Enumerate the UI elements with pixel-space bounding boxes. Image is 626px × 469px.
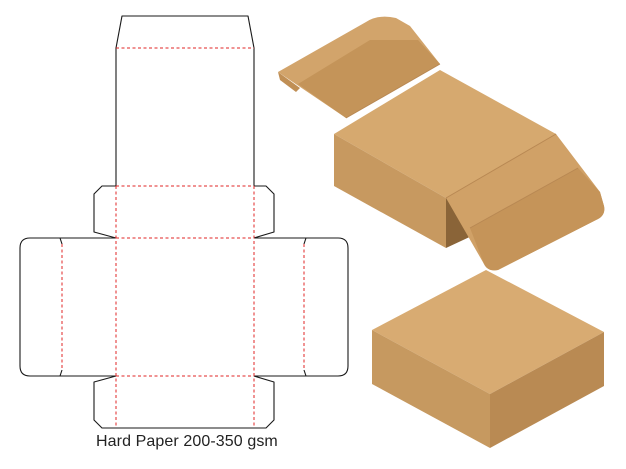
dieline-top-tuck-flap [115, 15, 255, 186]
dieline-right-side-panel [254, 237, 349, 377]
dieline-cut-lines [19, 15, 349, 429]
open-box-front-flap-fold [470, 168, 605, 271]
dieline-lower-left-dust-flap [93, 375, 117, 429]
dieline-upper-left-dust-flap [93, 185, 117, 239]
closed-box-top [372, 270, 604, 394]
open-box-illustration [278, 16, 605, 271]
dieline-side-notches [59, 237, 307, 377]
closed-box-illustration [372, 270, 604, 448]
dieline-fold-lines [61, 47, 305, 428]
closed-box-left-face [372, 330, 490, 448]
dieline-upper-right-dust-flap [253, 185, 275, 239]
open-box-left-face [334, 134, 446, 248]
material-caption: Hard Paper 200-350 gsm [96, 433, 278, 450]
open-box-back-flap-fold [298, 40, 440, 118]
open-box-tuck-tip [278, 72, 300, 92]
closed-box-right-face [490, 332, 604, 448]
dieline-lower-right-dust-flap [253, 375, 275, 429]
box-dieline [19, 15, 349, 429]
dieline-left-side-panel [19, 237, 116, 377]
open-box-crease [345, 63, 579, 229]
